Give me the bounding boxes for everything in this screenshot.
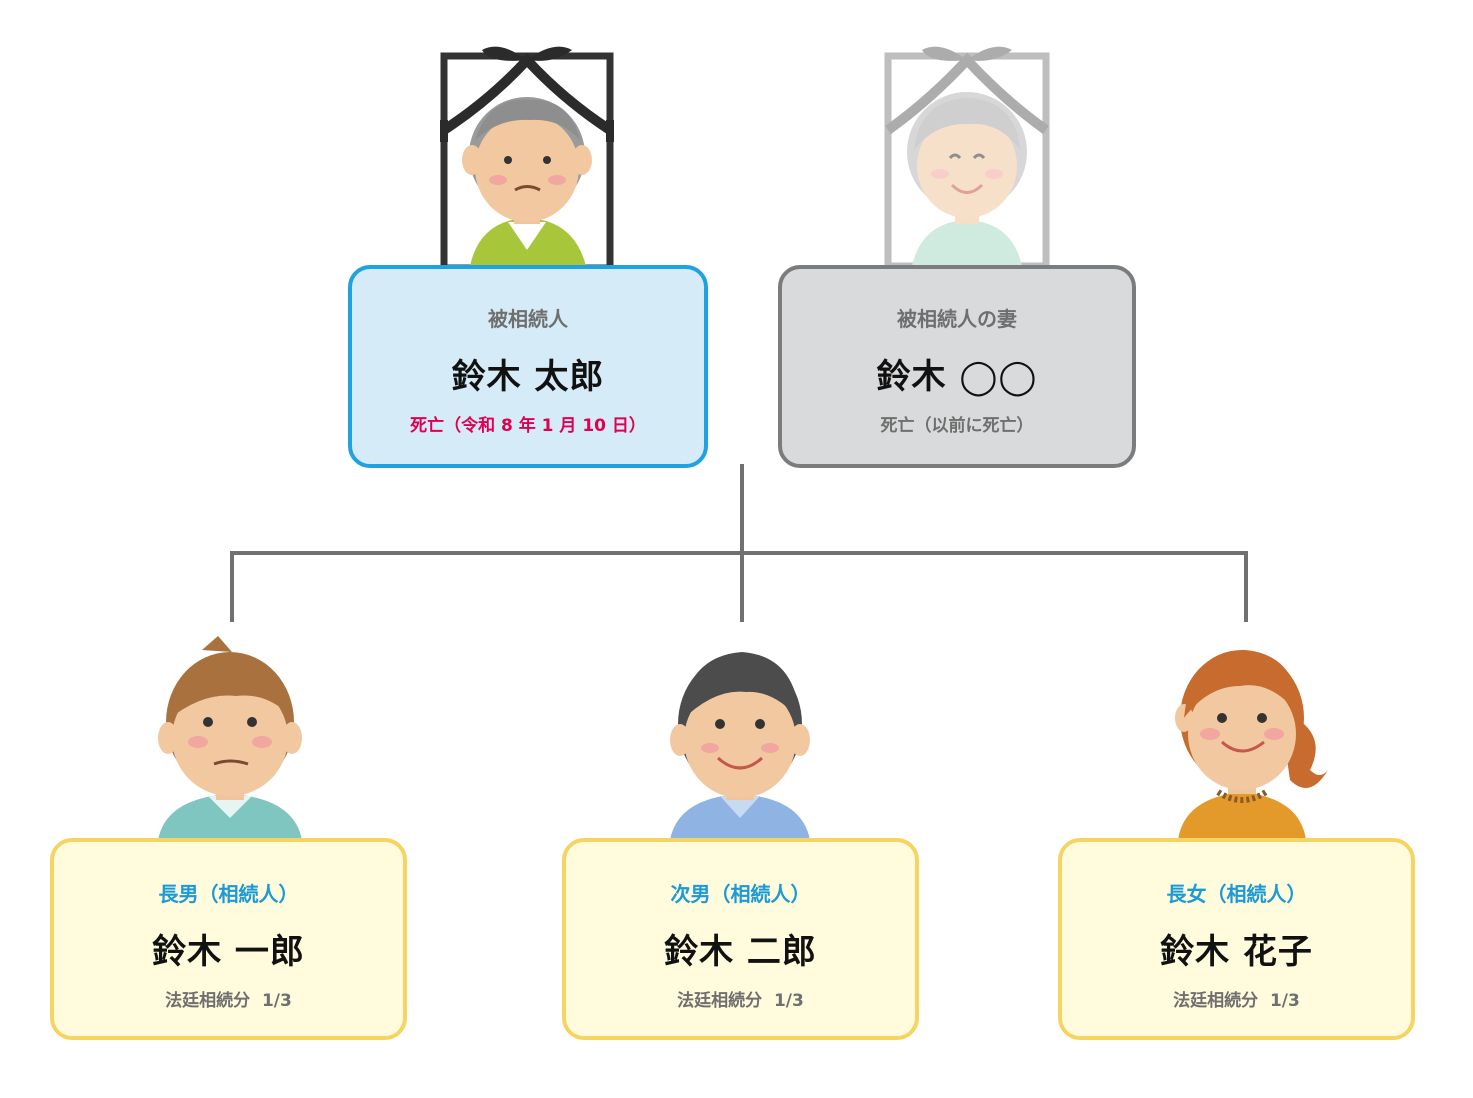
heir-name: 鈴木 一郎 <box>152 932 305 972</box>
heir-name: 鈴木 二郎 <box>664 932 817 972</box>
wife-card: 被相続人の妻 鈴木 ◯◯ 死亡（以前に死亡） <box>778 265 1136 468</box>
deceased-role: 被相続人 <box>488 307 568 331</box>
heir-card-second-son: 次男（相続人） 鈴木 二郎 法廷相続分 1/3 <box>562 838 919 1040</box>
heir-role: 長女（相続人） <box>1166 882 1307 906</box>
heir-card-eldest-son: 長男（相続人） 鈴木 一郎 法廷相続分 1/3 <box>50 838 407 1040</box>
deceased-portrait <box>440 46 614 270</box>
deceased-death-date: 死亡（令和 8 年 1 月 10 日） <box>410 416 646 436</box>
heir-role: 次男（相続人） <box>670 882 811 906</box>
wife-name: 鈴木 ◯◯ <box>876 357 1038 397</box>
heir-name: 鈴木 花子 <box>1160 932 1313 972</box>
heir-legal-share: 法廷相続分 1/3 <box>1173 991 1300 1011</box>
deceased-card: 被相続人 鈴木 太郎 死亡（令和 8 年 1 月 10 日） <box>348 265 708 468</box>
deceased-name: 鈴木 太郎 <box>451 357 605 397</box>
heir-role: 長男（相続人） <box>158 882 299 906</box>
heir-legal-share: 法廷相続分 1/3 <box>677 991 804 1011</box>
eldest-son-avatar <box>158 636 302 840</box>
wife-role: 被相続人の妻 <box>897 307 1017 331</box>
wife-death-note: 死亡（以前に死亡） <box>880 416 1034 436</box>
heir-card-eldest-daughter: 長女（相続人） 鈴木 花子 法廷相続分 1/3 <box>1058 838 1415 1040</box>
wife-portrait <box>884 46 1050 270</box>
daughter-avatar <box>1175 650 1328 840</box>
second-son-avatar <box>670 652 810 840</box>
heir-legal-share: 法廷相続分 1/3 <box>165 991 292 1011</box>
